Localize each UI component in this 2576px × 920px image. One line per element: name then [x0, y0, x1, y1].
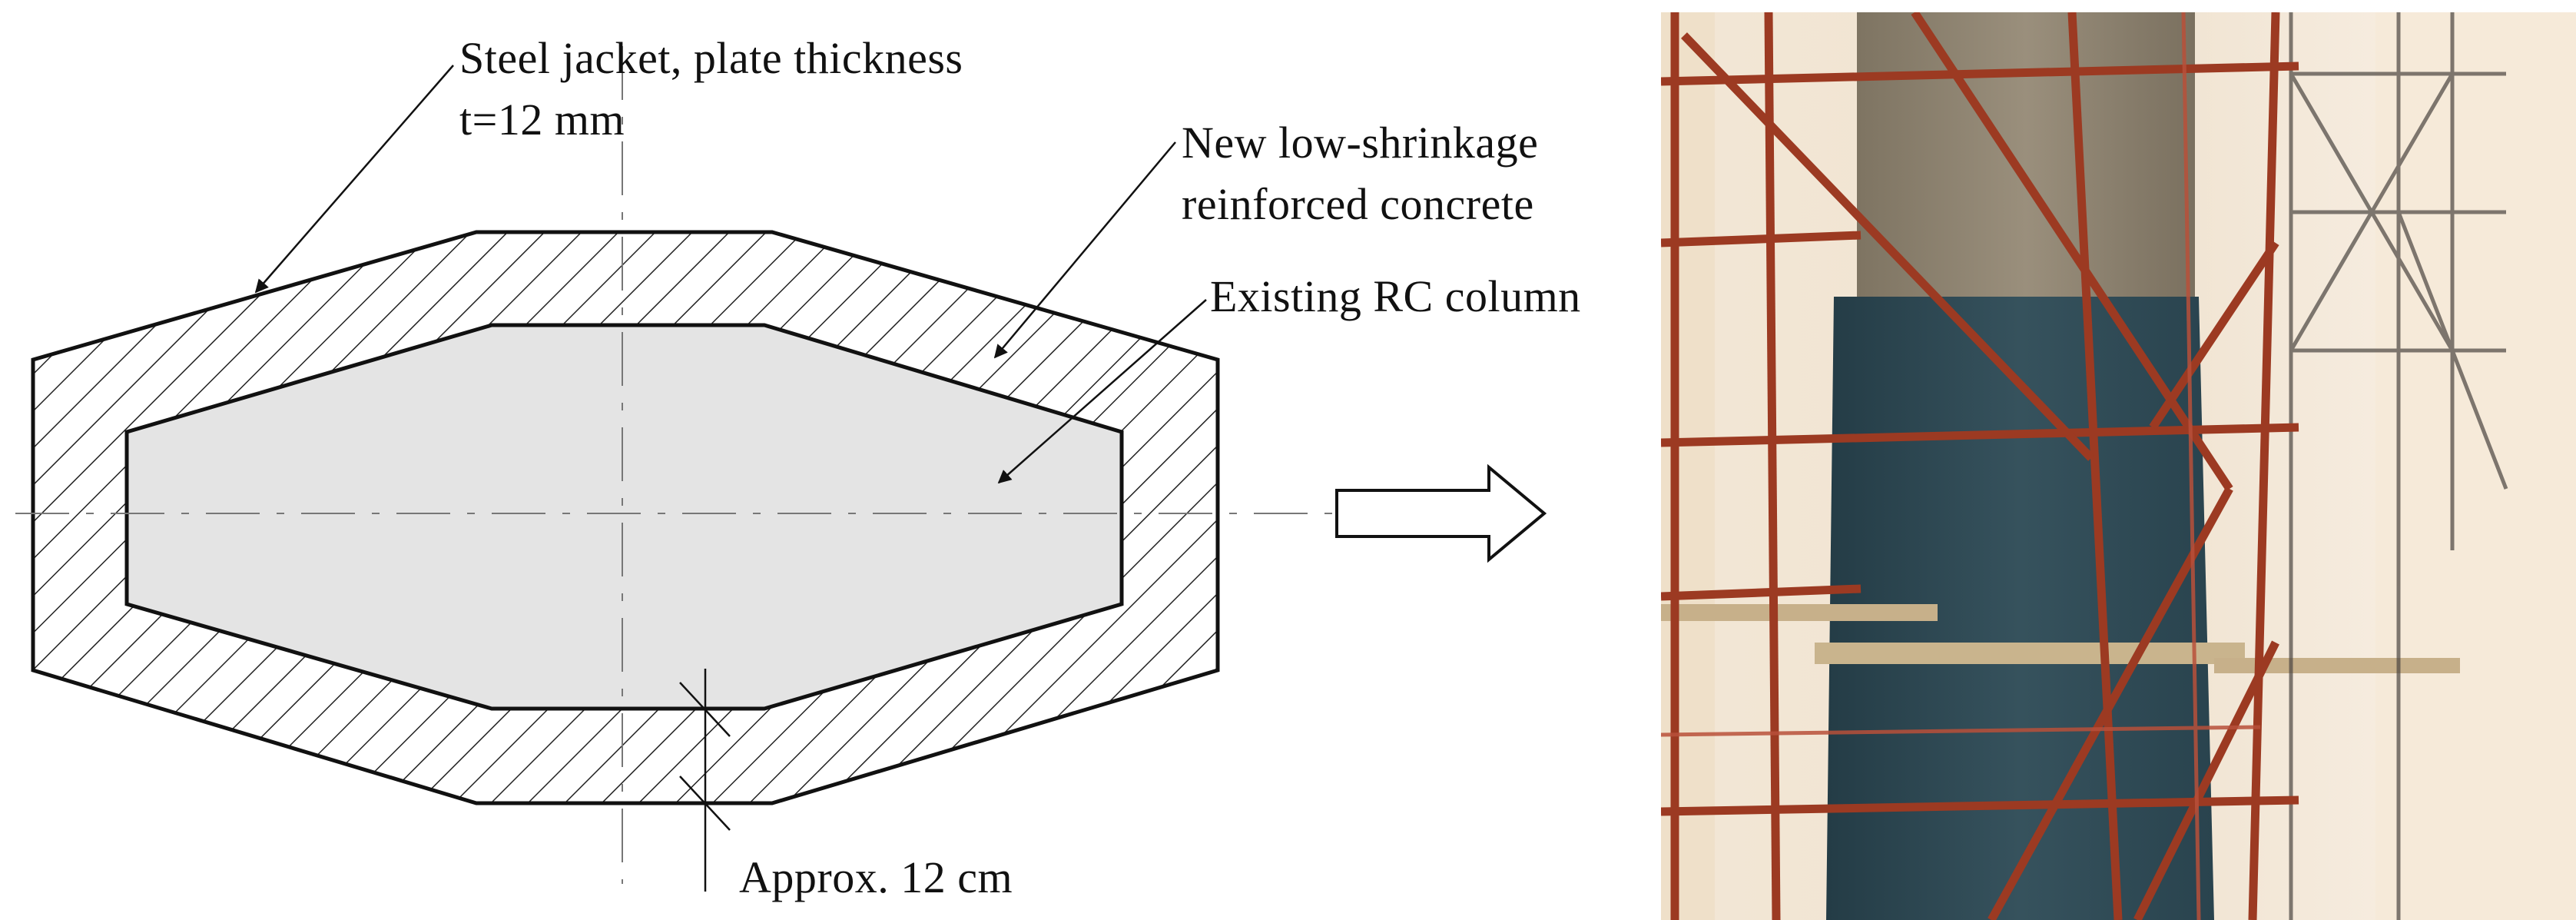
new-concrete-label-2: reinforced concrete — [1182, 179, 1534, 229]
new-concrete-leader — [993, 141, 1176, 359]
dimension-marker — [679, 669, 731, 892]
jacketed-column-photo — [1661, 12, 2576, 920]
existing-column-label: Existing RC column — [1210, 271, 1581, 321]
existing-column-leader — [997, 299, 1207, 484]
steel-jacket-label-1: Steel jacket, plate thickness — [459, 33, 963, 83]
dimension-label: Approx. 12 cm — [739, 852, 1013, 902]
existing-column-section — [124, 323, 1124, 711]
cross-section-drawing — [15, 46, 1547, 892]
steel-jacket-leader — [254, 65, 454, 294]
photo-illustration — [1661, 12, 2576, 920]
right-arrow-icon — [1335, 463, 1547, 563]
center-lines — [15, 46, 1337, 884]
steel-jacket-label-2: t=12 mm — [459, 95, 625, 144]
new-concrete-label-1: New low-shrinkage — [1182, 118, 1539, 168]
